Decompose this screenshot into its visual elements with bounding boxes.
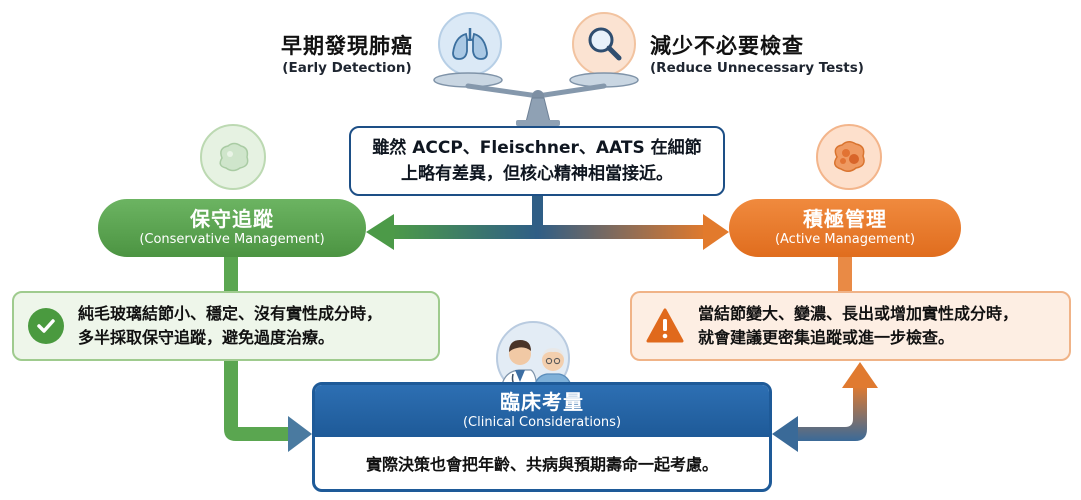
right-branch-shaft [537, 225, 707, 239]
clinical-title: 臨床考量 [500, 390, 584, 414]
active-subtitle: (Active Management) [774, 232, 916, 247]
guideline-note-line1: 雖然 ACCP、Fleischner、AATS 在細節 [372, 138, 702, 158]
blue-arrowhead-left [772, 416, 798, 452]
right-branch-arrowhead [703, 214, 729, 250]
conservative-condition-line1: 純毛玻璃結節小、穩定、沒有實性成分時， [78, 304, 383, 323]
conservative-management-label: 保守追蹤 (Conservative Management) [98, 199, 366, 257]
guideline-note: 雖然 ACCP、Fleischner、AATS 在細節 上略有差異，但核心精神相… [349, 126, 725, 196]
green-connector-elbow [224, 361, 290, 441]
orange-arrowhead-up [842, 362, 878, 388]
clinical-body: 實際決策也會把年齡、共病與預期壽命一起考慮。 [365, 455, 718, 474]
orange-connector-1 [838, 256, 852, 292]
goal-reduce-tests-title: 減少不必要檢查 [650, 34, 804, 58]
goal-early-detection: 早期發現肺癌 (Early Detection) [262, 30, 432, 76]
note-stem-bar [532, 196, 543, 232]
conservative-title: 保守追蹤 [190, 207, 274, 231]
active-management-label: 積極管理 (Active Management) [729, 199, 961, 257]
active-title: 積極管理 [803, 207, 887, 231]
active-condition: 當結節變大、變濃、長出或增加實性成分時， 就會建議更密集追蹤或進一步檢查。 [630, 291, 1071, 361]
green-connector-1 [224, 256, 238, 292]
left-branch-arrowhead [366, 214, 394, 250]
warning-icon [646, 308, 684, 343]
goal-early-detection-subtitle: (Early Detection) [282, 60, 412, 76]
green-arrowhead [288, 416, 312, 452]
conservative-condition: 純毛玻璃結節小、穩定、沒有實性成分時， 多半採取保守追蹤，避免過度治療。 [12, 291, 440, 361]
scale-icon [433, 72, 639, 126]
clinical-considerations: 臨床考量 (Clinical Considerations) 實際決策也會把年齡… [312, 382, 772, 492]
goal-reduce-tests-subtitle: (Reduce Unnecessary Tests) [650, 60, 864, 76]
solid-nodule-icon [816, 124, 882, 190]
orange-connector-elbow [795, 386, 867, 441]
goal-early-detection-title: 早期發現肺癌 [281, 34, 413, 58]
active-condition-line1: 當結節變大、變濃、長出或增加實性成分時， [698, 304, 1019, 323]
goal-reduce-tests: 減少不必要檢查 (Reduce Unnecessary Tests) [650, 30, 910, 76]
active-condition-line2: 就會建議更密集追蹤或進一步檢查。 [698, 328, 955, 347]
conservative-subtitle: (Conservative Management) [139, 232, 325, 247]
conservative-condition-line2: 多半採取保守追蹤，避免過度治療。 [78, 328, 335, 347]
check-icon [28, 308, 64, 344]
left-branch-shaft [392, 225, 537, 239]
clinical-subtitle: (Clinical Considerations) [462, 415, 622, 430]
guideline-note-line2: 上略有差異，但核心精神相當接近。 [401, 164, 673, 184]
ground-glass-nodule-icon [200, 124, 266, 190]
